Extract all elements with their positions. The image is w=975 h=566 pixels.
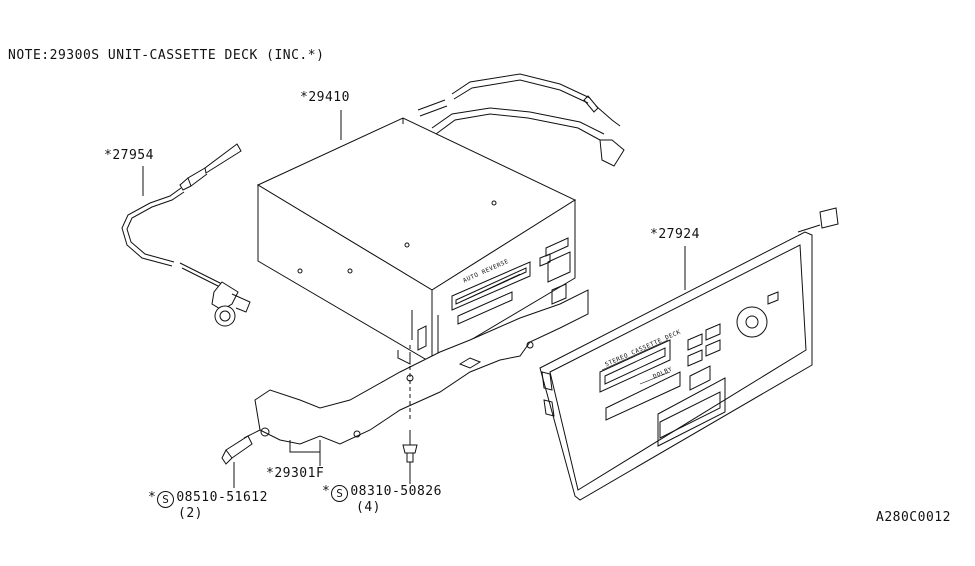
diagram-note: NOTE:29300S UNIT-CASSETTE DECK (INC.*): [8, 48, 325, 63]
printed-panel-text: [460, 274, 670, 384]
part-label-29410[interactable]: *29410: [300, 90, 350, 105]
screw-08310-50826[interactable]: [403, 430, 417, 462]
diagram-code: A280C0012: [876, 510, 951, 525]
face-plate[interactable]: [540, 208, 838, 500]
screw-a-number: 08510-51612: [176, 490, 268, 505]
standard-part-symbol-icon: S: [331, 485, 349, 502]
leader-lines: [143, 110, 685, 488]
antenna-lead[interactable]: [432, 108, 624, 166]
standard-part-symbol-icon: S: [157, 491, 175, 508]
screw-a-prefix: *: [148, 490, 157, 505]
screw-b-quantity: (4): [356, 500, 381, 515]
screw-08510-51612[interactable]: [222, 430, 260, 464]
power-cable[interactable]: [418, 74, 620, 126]
screw-b-prefix: *: [322, 484, 331, 499]
part-label-27924[interactable]: *27924: [650, 227, 700, 242]
screw-b-number: 08310-50826: [350, 484, 442, 499]
mounting-bracket[interactable]: [255, 290, 588, 452]
part-label-27954[interactable]: *27954: [104, 148, 154, 163]
antenna-cable[interactable]: [122, 144, 250, 326]
part-label-29301F[interactable]: *29301F: [266, 466, 325, 481]
screw-a-quantity: (2): [178, 506, 203, 521]
